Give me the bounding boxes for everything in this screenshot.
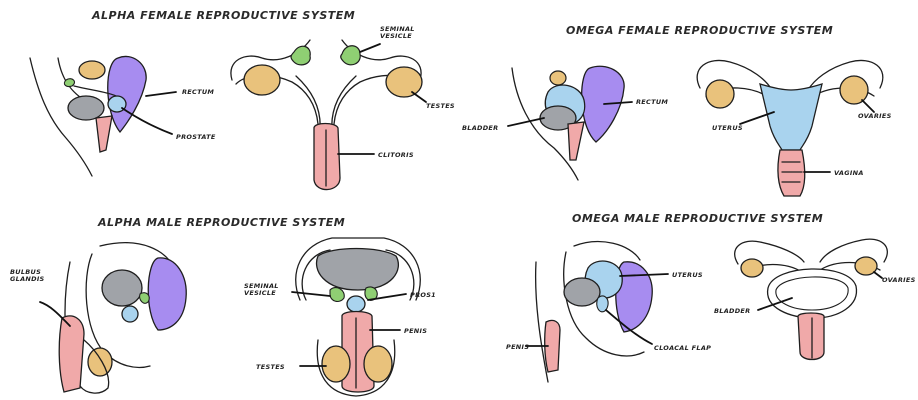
- ovary-side: [550, 71, 566, 85]
- pointer-ovaries: [862, 100, 874, 112]
- label-rectum-of: RECTUM: [636, 98, 668, 106]
- seminal-vesicle-amf-left: [330, 288, 344, 302]
- bladder-organ-om-side: [564, 278, 600, 306]
- pointer-ovaries-om: [874, 272, 882, 278]
- testis-am-side: [88, 348, 112, 376]
- label-prostate-af: PROSTATE: [176, 133, 216, 141]
- prostate-organ-amf: [347, 296, 365, 312]
- testis-right: [386, 67, 422, 97]
- rectum-organ-am: [148, 258, 186, 330]
- testis-amf-right: [364, 346, 392, 382]
- label-penis-am: PENIS: [404, 327, 427, 335]
- label-testes-am: TESTES: [256, 363, 285, 371]
- label-bulbus-glandis: BULBUS GLANDIS: [10, 268, 45, 283]
- penis-organ-om-front: [798, 313, 824, 360]
- label-vagina-of: VAGINA: [834, 169, 864, 177]
- bulbus-glandis-organ: [59, 316, 84, 392]
- testis-left: [244, 65, 280, 95]
- label-prostate-am: PROS1: [410, 291, 436, 299]
- rectum-organ: [108, 56, 146, 132]
- label-uterus-of: UTERUS: [712, 124, 743, 132]
- label-bladder-om: BLADDER: [714, 307, 750, 315]
- vagina-organ: [778, 150, 805, 196]
- label-penis-om: PENIS: [506, 343, 529, 351]
- front-view-alpha-female: [231, 40, 426, 190]
- seminal-vesicle-right: [341, 46, 361, 65]
- label-ovaries-om: OVARIES: [882, 276, 916, 284]
- pointer-rectum: [146, 92, 176, 96]
- side-view-omega-female: [508, 66, 632, 180]
- label-seminal-vesicle-am: SEMINAL VESICLE: [244, 282, 281, 297]
- side-view-alpha-female: [30, 56, 176, 176]
- shaft-organ: [96, 116, 112, 152]
- panel-omega-male: OMEGA MALE REPRODUCTIVE SYSTEM UTERUS PE…: [506, 212, 916, 382]
- title-alpha-male: ALPHA MALE REPRODUCTIVE SYSTEM: [97, 216, 345, 229]
- label-ovaries-of: OVARIES: [858, 112, 892, 120]
- panel-omega-female: OMEGA FEMALE REPRODUCTIVE SYSTEM RECTUM …: [462, 24, 892, 196]
- rectum-organ-of: [582, 66, 625, 142]
- seminal-vesicle-left: [291, 46, 310, 65]
- panel-alpha-male: ALPHA MALE REPRODUCTIVE SYSTEM BULBUS GL…: [10, 216, 436, 396]
- label-clitoris-af: CLITORIS: [378, 151, 414, 159]
- seminal-vesicle-organ: [64, 79, 74, 87]
- title-alpha-female: ALPHA FEMALE REPRODUCTIVE SYSTEM: [91, 9, 355, 22]
- bladder-organ-amf: [317, 249, 399, 291]
- label-uterus-om: UTERUS: [672, 271, 703, 279]
- title-omega-male: OMEGA MALE REPRODUCTIVE SYSTEM: [572, 212, 823, 225]
- label-seminal-vesicle-af: SEMINAL VESICLE: [380, 25, 417, 40]
- title-omega-female: OMEGA FEMALE REPRODUCTIVE SYSTEM: [566, 24, 833, 37]
- ovary-left: [706, 80, 734, 108]
- label-bladder-of: BLADDER: [462, 124, 498, 132]
- side-view-alpha-male: [40, 243, 186, 393]
- side-view-omega-male: [526, 242, 668, 382]
- label-cloacal-flap: CLOACAL FLAP: [654, 344, 711, 352]
- clitoris-organ: [314, 124, 340, 190]
- bladder-organ: [68, 96, 104, 120]
- prostate-organ-am: [122, 306, 138, 322]
- front-view-omega-male: [735, 239, 888, 359]
- vagina-organ-side: [568, 122, 584, 160]
- front-view-alpha-male: [292, 238, 420, 396]
- label-testes-af: TESTES: [426, 102, 455, 110]
- label-rectum-af: RECTUM: [182, 88, 214, 96]
- ovary-right: [840, 76, 868, 104]
- seminal-vesicle-am: [140, 293, 150, 304]
- panel-alpha-female: ALPHA FEMALE REPRODUCTIVE SYSTEM RECTUM …: [30, 9, 455, 190]
- bladder-organ-om: [768, 269, 857, 318]
- pointer-testes: [412, 92, 426, 102]
- ovary-om-left: [741, 259, 763, 277]
- pointer-seminal-vesicle: [360, 44, 380, 52]
- pointer-bladder-of: [508, 118, 544, 126]
- testis-amf-left: [322, 346, 350, 382]
- bladder-organ-am: [102, 270, 142, 306]
- pointer-prostate: [122, 108, 172, 134]
- testis-organ: [79, 61, 105, 79]
- uterus-organ: [760, 84, 822, 150]
